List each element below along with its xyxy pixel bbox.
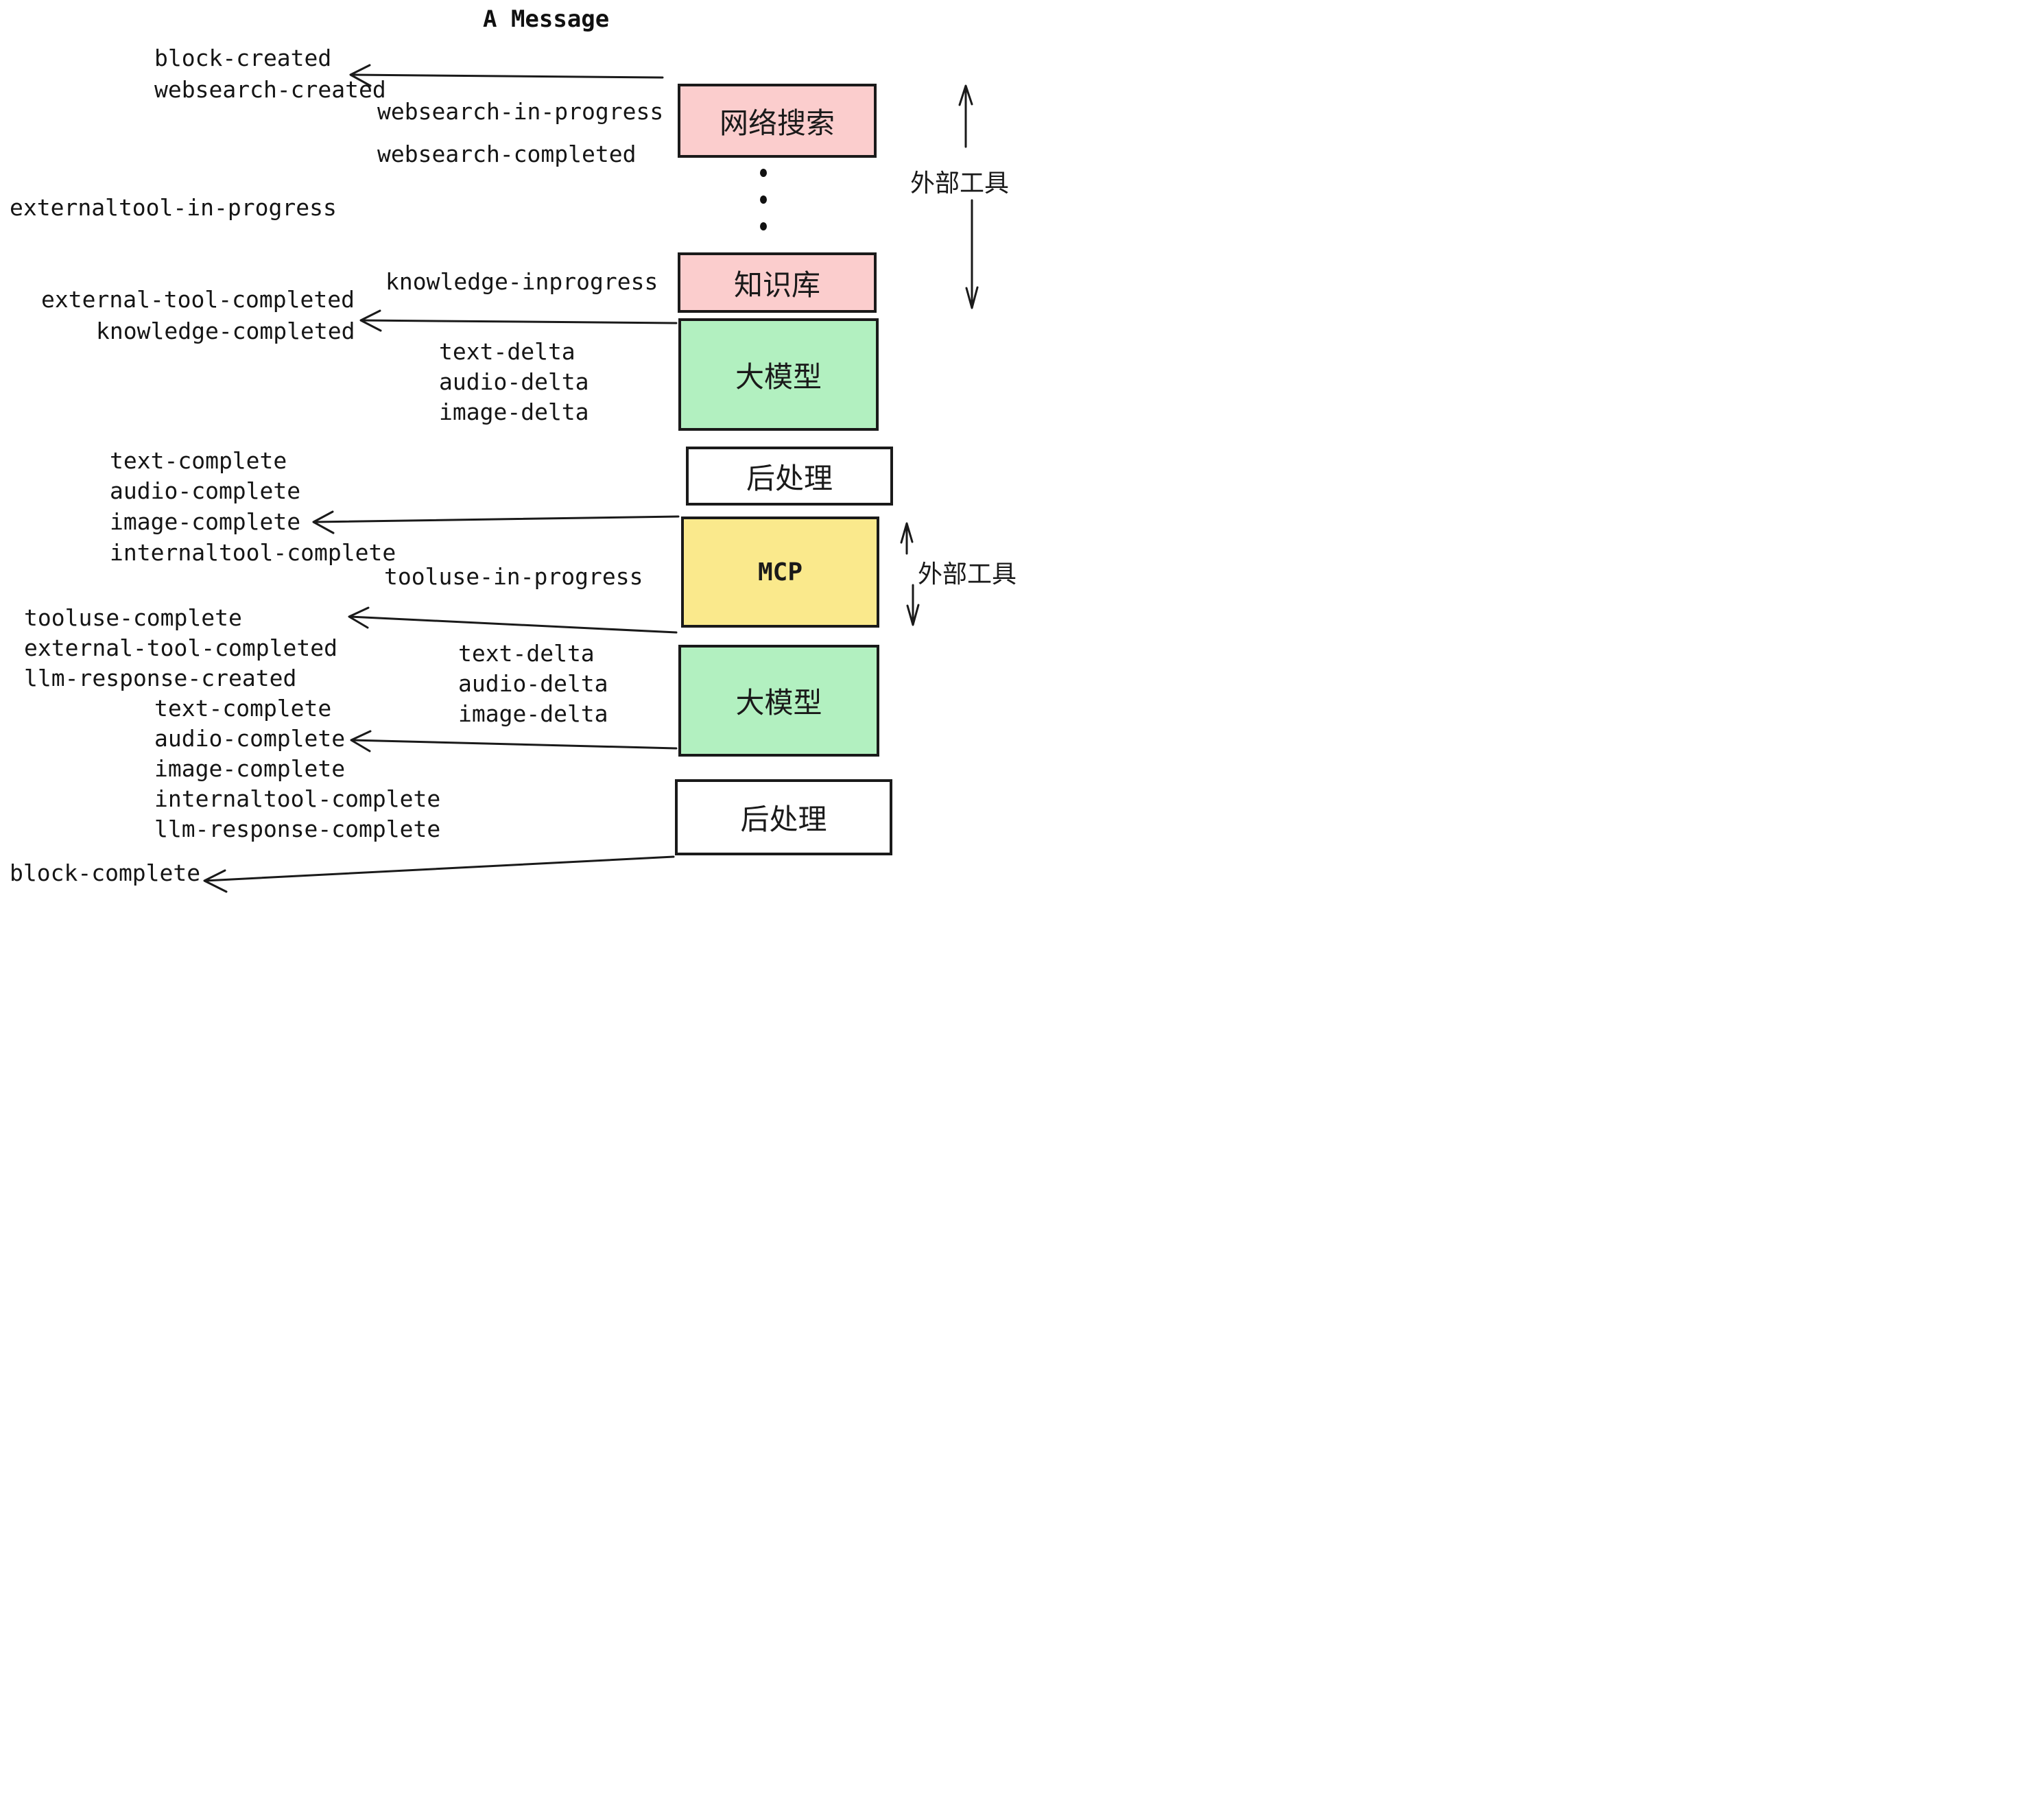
- ellipsis-dot: [760, 195, 767, 204]
- event-label-knowledge-completed: knowledge-completed: [96, 318, 355, 344]
- arrowhead-down-icon: [906, 604, 920, 626]
- event-label-external-tool-completed-2: external-tool-completed: [24, 634, 337, 661]
- side-label-external-tools-top: 外部工具: [910, 169, 1010, 197]
- arrow-line-block-complete: [204, 855, 675, 882]
- event-label-externaltool-in-progress: externaltool-in-progress: [10, 194, 337, 221]
- event-label-image-complete-2: image-complete: [154, 755, 346, 782]
- arrowhead-up-icon: [958, 84, 973, 106]
- box-llm-bottom: 大模型: [678, 645, 879, 757]
- arrow-line-tooluse-complete: [348, 615, 678, 634]
- arrow-line-websearch-created: [350, 73, 664, 79]
- event-label-audio-delta-1: audio-delta: [439, 368, 589, 395]
- box-llm-top: 大模型: [678, 318, 879, 431]
- arrowhead-left-icon: [350, 730, 372, 752]
- box-knowledge: 知识库: [678, 252, 877, 313]
- event-label-internaltool-complete-2: internaltool-complete: [154, 785, 441, 812]
- arrowhead-down-icon: [965, 286, 979, 309]
- event-label-image-complete-1: image-complete: [110, 508, 301, 535]
- event-label-tooluse-complete: tooluse-complete: [24, 604, 242, 631]
- event-label-internaltool-complete-1: internaltool-complete: [110, 539, 396, 566]
- arrow-line-audio-complete: [350, 739, 678, 750]
- side-label-external-tools-bottom: 外部工具: [918, 560, 1017, 588]
- box-llm-bottom-label: 大模型: [735, 687, 822, 719]
- box-knowledge-label: 知识库: [733, 268, 820, 301]
- diagram-title: A Message: [483, 5, 610, 33]
- event-label-websearch-in-progress: websearch-in-progress: [377, 98, 664, 125]
- event-label-text-complete-2: text-complete: [154, 695, 332, 722]
- event-label-external-tool-completed-1: external-tool-completed: [41, 286, 355, 313]
- event-label-image-delta-2: image-delta: [458, 700, 608, 727]
- box-websearch-label: 网络搜索: [719, 106, 835, 139]
- event-label-knowledge-inprogress: knowledge-inprogress: [385, 268, 658, 295]
- box-llm-top-label: 大模型: [735, 360, 822, 393]
- event-label-llm-response-complete: llm-response-complete: [154, 816, 441, 842]
- diagram-canvas: A Message block-created websearch-create…: [0, 0, 1022, 902]
- event-label-llm-response-created: llm-response-created: [24, 665, 297, 691]
- ellipsis-dots: [760, 169, 767, 230]
- event-label-text-delta-2: text-delta: [458, 640, 595, 667]
- box-mcp: MCP: [681, 517, 879, 628]
- event-label-text-complete-1: text-complete: [110, 447, 287, 474]
- event-label-audio-delta-2: audio-delta: [458, 670, 608, 697]
- event-label-block-created: block-created: [154, 45, 332, 71]
- event-label-audio-complete-1: audio-complete: [110, 477, 301, 504]
- ellipsis-dot: [760, 222, 767, 230]
- event-label-text-delta-1: text-delta: [439, 338, 575, 365]
- arrowhead-left-icon: [203, 869, 228, 893]
- box-postprocess-bottom: 后处理: [675, 779, 892, 855]
- ellipsis-dot: [760, 169, 767, 177]
- box-postprocess-top-label: 后处理: [746, 462, 833, 495]
- event-label-block-complete: block-complete: [10, 859, 201, 886]
- arrowhead-left-icon: [348, 606, 370, 629]
- box-mcp-label: MCP: [757, 558, 803, 586]
- event-label-websearch-completed: websearch-completed: [377, 141, 637, 167]
- box-postprocess-top: 后处理: [686, 447, 893, 506]
- box-websearch: 网络搜索: [678, 84, 877, 158]
- box-postprocess-bottom-label: 后处理: [740, 803, 827, 835]
- arrow-line-knowledge-completed: [360, 319, 678, 324]
- event-label-websearch-created: websearch-created: [154, 76, 386, 103]
- event-label-image-delta-1: image-delta: [439, 399, 589, 425]
- arrowhead-up-icon: [900, 522, 914, 544]
- arrowhead-left-icon: [312, 510, 335, 534]
- event-label-tooluse-in-progress: tooluse-in-progress: [384, 563, 643, 590]
- arrow-line-image-complete: [313, 515, 680, 523]
- event-label-audio-complete-2: audio-complete: [154, 725, 346, 752]
- arrowhead-left-icon: [359, 309, 382, 332]
